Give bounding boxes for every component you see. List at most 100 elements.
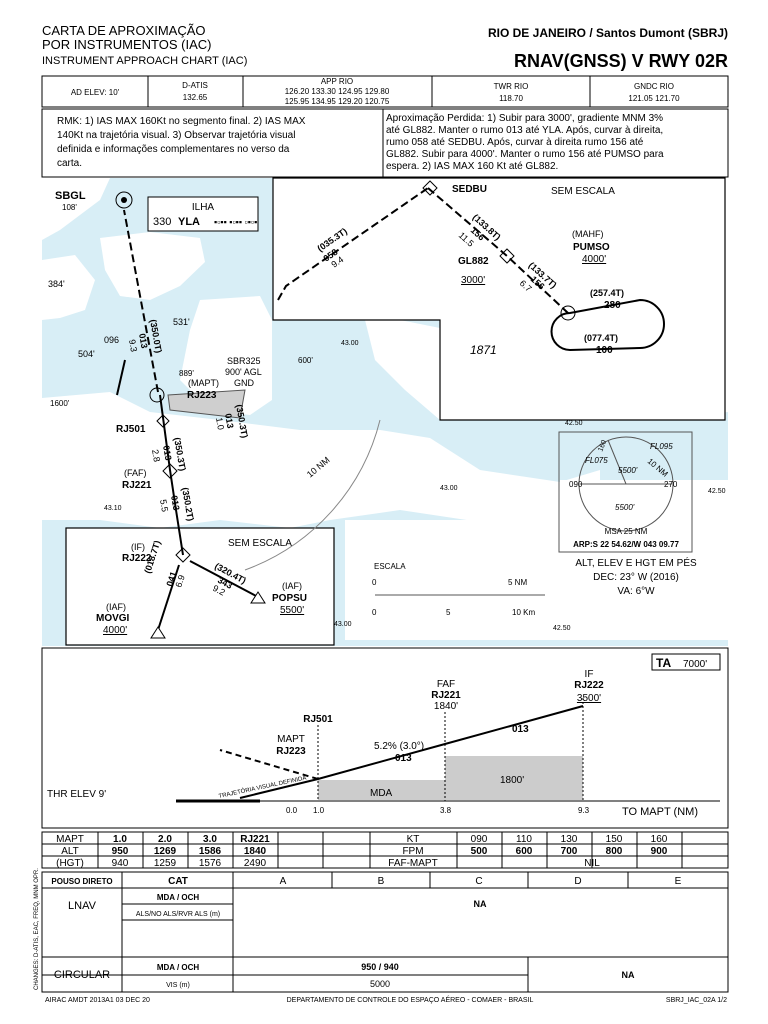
lnav-mda-och: MDA / OCH — [157, 893, 200, 902]
msa-160: 160 — [597, 439, 608, 453]
scale-km-10: 10 Km — [512, 608, 535, 617]
lnav-als: ALS/NO ALS/RVR ALS (m) — [136, 911, 220, 918]
chart-footer: AIRAC AMDT 2013A1 03 DEC 20 DEPARTAMENTO… — [45, 995, 727, 1004]
sbgl-label: SBGL — [55, 190, 86, 202]
scale-km-5: 5 — [446, 608, 451, 617]
ad-elevation: AD ELEV: 10' — [71, 88, 120, 97]
profile-course-1: 013 — [395, 753, 412, 764]
grid-label-43-00-b: 43.00 — [440, 485, 458, 492]
plan-view: 10 NM 43.00 42.50 43.10 43.00 42.50 43.0… — [42, 177, 728, 646]
dist-9-3: 9.3 — [578, 806, 590, 815]
grid-label-42-50-c: 42.50 — [553, 625, 571, 632]
declination: DEC: 23° W (2016) — [593, 572, 679, 583]
sedbu-waypoint-icon — [422, 180, 438, 196]
inset2-sem-escala: SEM ESCALA — [228, 538, 292, 549]
variation: VA: 6°W — [617, 586, 655, 597]
elev-1600: 1600' — [50, 399, 70, 408]
alt-row-alt-4: 1840 — [244, 846, 267, 857]
pumso-label: PUMSO — [573, 242, 610, 253]
scale-title: ESCALA — [374, 562, 406, 571]
elev-1871: 1871 — [470, 343, 497, 357]
grid-label-43-00-c: 43.00 — [334, 621, 352, 628]
profile-rj223: RJ223 — [276, 746, 306, 757]
land-west-1 — [42, 255, 95, 320]
missed-line3: rumo 058 até SEDBU. Após, curvar à direi… — [386, 137, 644, 148]
msa-box — [558, 431, 693, 553]
minima-cat-a: A — [280, 876, 287, 887]
pumso-waypoint-icon — [560, 305, 576, 321]
scale-nm-0: 0 — [372, 578, 377, 587]
gl882-label: GL882 — [458, 256, 489, 267]
airport-name: RIO DE JANEIRO / Santos Dumont (SBRJ) — [488, 26, 728, 40]
elev-384: 384' — [48, 279, 65, 289]
arp-coordinates: ARP:S 22 54.62/W 043 09.77 — [573, 540, 679, 549]
spd-row-fpm-5: 900 — [651, 846, 668, 857]
spd-row-fpm-1: 500 — [471, 846, 488, 857]
sbr325-area — [167, 389, 246, 419]
chart-header: CARTA DE APROXIMAÇÃO POR INSTRUMENTOS (I… — [42, 23, 728, 71]
glide-path — [239, 705, 584, 799]
elev-096: 096 — [104, 335, 119, 345]
spd-row-kt-1: 090 — [471, 834, 488, 845]
movgi-label: MOVGI — [96, 613, 130, 624]
gndc-freq: 121.05 121.70 — [628, 94, 680, 103]
sbr325-name: SBR325 — [227, 356, 261, 366]
circular-na: NA — [622, 970, 635, 980]
spd-row-kt-3: 130 — [561, 834, 578, 845]
final-approach-track — [159, 394, 184, 556]
title-pt-line1: CARTA DE APROXIMAÇÃO — [42, 23, 206, 38]
missed-track-to-yla — [123, 209, 159, 393]
rmk-line3: definida e informações complementares no… — [57, 144, 290, 155]
leg-013-a: 013 — [137, 333, 149, 350]
alt-row-alt-2: 1269 — [154, 846, 177, 857]
gl882-waypoint-icon — [499, 248, 515, 264]
spd-row-kt-4: 150 — [606, 834, 623, 845]
remarks-box: RMK: 1) IAS MAX 160Kt no segmento final.… — [41, 108, 729, 178]
alt-row-hgt-4: 2490 — [244, 858, 267, 869]
profile-view: TA 7000' MDA 1800' FAF RJ221 1840' IF RJ… — [41, 647, 729, 829]
alt-row-mapt-3: 3.0 — [203, 834, 217, 845]
missed-line2: até GL882. Manter o rumo 013 até YLA. Ap… — [386, 125, 663, 136]
missed-climb — [219, 749, 319, 780]
footer-department: DEPARTAMENTO DE CONTROLE DO ESPAÇO AÉREO… — [287, 995, 534, 1004]
grid-label-42-50-a: 42.50 — [565, 420, 583, 427]
elev-600: 600' — [298, 356, 313, 365]
missed-track-to-sedbu — [277, 187, 429, 301]
sedbu-label: SEDBU — [452, 184, 487, 195]
rj223-waypoint-icon — [149, 387, 165, 403]
spd-row-fpm-4: 800 — [606, 846, 623, 857]
title-en: INSTRUMENT APPROACH CHART (IAC) — [42, 55, 247, 67]
sbr325-gnd: GND — [234, 378, 255, 388]
spd-row-kt-2: 110 — [516, 834, 532, 845]
profile-gradient: 5.2% (3.0°) — [374, 741, 424, 752]
circular-label: CIRCULAR — [54, 969, 110, 981]
ta-value: 7000' — [683, 659, 707, 670]
datis-freq: 132.65 — [183, 93, 208, 102]
profile-if-alt: 3500' — [577, 693, 601, 704]
alt-row-hgt-head: (HGT) — [56, 858, 84, 869]
land-southeast — [560, 480, 728, 640]
land-rio-city — [42, 392, 600, 528]
profile-rj222: RJ222 — [574, 680, 604, 691]
msa-fl075: FL075 — [585, 456, 608, 465]
msa-090: 090 — [569, 480, 583, 489]
arc-10nm — [244, 419, 381, 571]
missed-line1: Aproximação Perdida: 1) Subir para 3000'… — [386, 113, 663, 124]
movgi-altitude: 4000' — [103, 625, 127, 636]
missed-line4: GL882. Subir para 4000'. Manter o rumo 1… — [386, 149, 664, 160]
circular-vis-value: 5000 — [370, 979, 390, 989]
rj221-label: RJ221 — [122, 480, 152, 491]
leg-280: 280 — [604, 300, 621, 311]
circular-vis: VIS (m) — [166, 982, 190, 989]
descent-tables: MAPT 1.0 2.0 3.0 RJ221 ALT 950 1269 1586… — [41, 831, 729, 869]
missed-line5: espera. 2) IAS MAX 160 Kt até GL882. — [386, 161, 558, 172]
visual-departure-arrow — [116, 359, 126, 396]
app-freq-2: 125.95 134.95 129.20 120.75 — [285, 97, 390, 106]
rj501-label: RJ501 — [116, 424, 146, 435]
sbr325-agl: 900' AGL — [225, 367, 262, 377]
sbgl-center-icon — [121, 197, 127, 203]
msa-5500-inner: 5500' — [618, 466, 638, 475]
minima-cat: CAT — [168, 876, 188, 887]
if-label: (IF) — [131, 542, 145, 552]
step-1800-label: 1800' — [500, 775, 524, 786]
